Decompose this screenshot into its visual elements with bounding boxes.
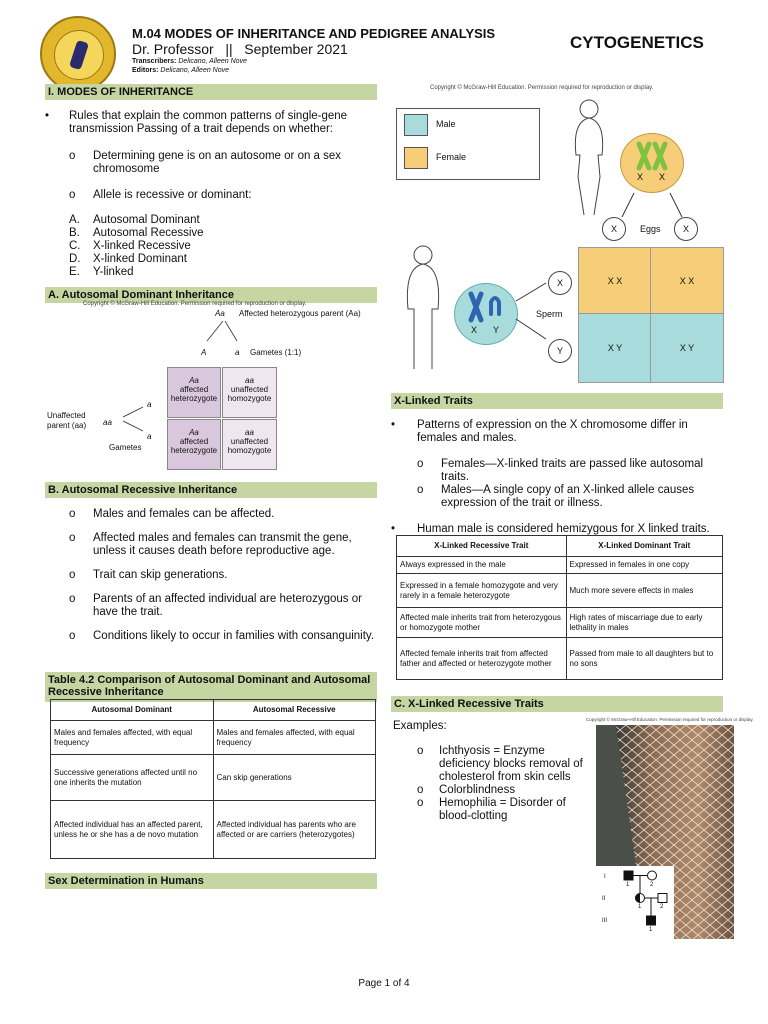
- male-silhouette-icon: [406, 245, 440, 369]
- document-subtitle: Dr. Professor || September 2021: [132, 41, 348, 57]
- male-cell: X Y: [454, 283, 518, 345]
- section-heading-autosomal-dominant: A. Autosomal Dominant Inheritance: [45, 287, 377, 303]
- section-heading-autosomal-recessive: B. Autosomal Recessive Inheritance: [45, 482, 377, 498]
- section-heading-x-linked: X-Linked Traits: [391, 393, 723, 409]
- page-number: Page 1 of 4: [358, 978, 410, 989]
- female-silhouette-icon: [574, 99, 604, 216]
- pedigree-chart: I II III 1 2 1 2 1: [596, 866, 674, 939]
- section-heading-modes: I. MODES OF INHERITANCE: [45, 84, 377, 100]
- section-heading-sex-determination: Sex Determination in Humans: [45, 873, 377, 889]
- offspring-xx-2: X X: [650, 247, 724, 315]
- credits: Transcribers: Delicano, Alleen Nove Edit…: [132, 58, 247, 74]
- photo-copyright: Copyright © McGraw-Hill Education. Permi…: [586, 717, 754, 722]
- table-4-2-heading: Table 4.2 Comparison of Autosomal Domina…: [45, 672, 377, 702]
- ichthyosis-skin-photo: I II III 1 2 1 2 1: [596, 725, 734, 939]
- female-cell: X X: [620, 133, 684, 193]
- autosomal-dominant-figure: Copyright © McGraw-Hill Education. Permi…: [45, 301, 375, 473]
- section1-text: • Rules that explain the common patterns…: [45, 110, 348, 278]
- offspring-xy-2: X Y: [650, 313, 724, 383]
- offspring-xx-1: X X: [578, 247, 652, 315]
- offspring-xy-1: X Y: [578, 313, 652, 383]
- sex-determination-figure: Copyright © McGraw-Hill Education. Permi…: [394, 83, 724, 388]
- document-title: M.04 MODES OF INHERITANCE AND PEDIGREE A…: [132, 26, 496, 41]
- section-heading-x-linked-recessive: C. X-Linked Recessive Traits: [391, 696, 723, 712]
- university-seal-logo: [40, 16, 116, 92]
- x-linked-text: •Patterns of expression on the X chromos…: [391, 419, 710, 535]
- course-name: CYTOGENETICS: [570, 33, 704, 52]
